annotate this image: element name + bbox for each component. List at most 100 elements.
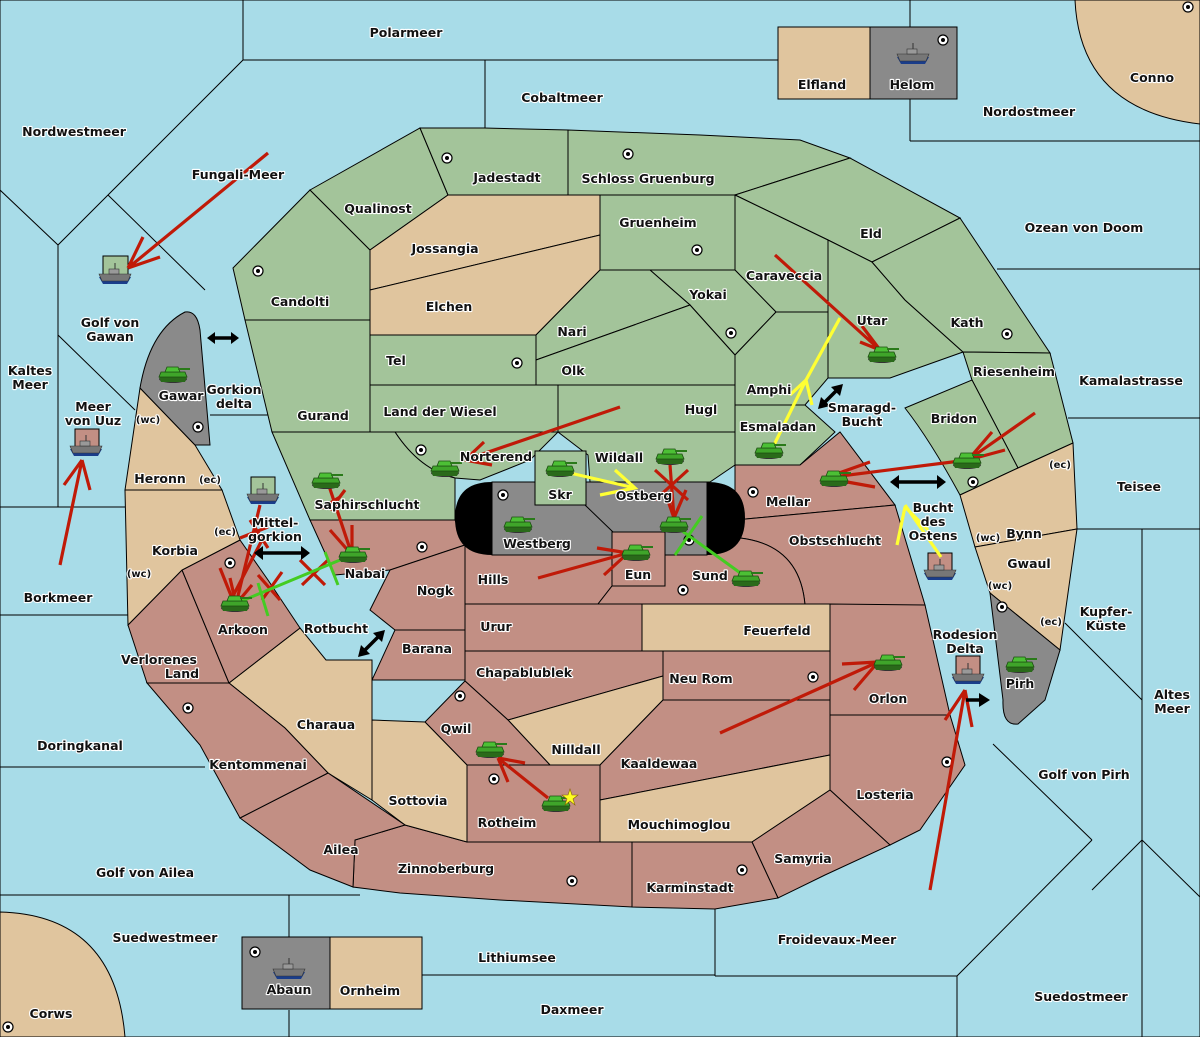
label-rotheim: Rotheim bbox=[478, 815, 537, 830]
territory-karminstadt[interactable] bbox=[631, 841, 779, 910]
label-tel: Tel bbox=[386, 353, 406, 368]
label-charaua: Charaua bbox=[297, 717, 355, 732]
territory-rotheim[interactable] bbox=[466, 764, 601, 843]
label-barana: Barana bbox=[402, 641, 452, 656]
territory-conno[interactable] bbox=[1074, 0, 1200, 125]
green-territories bbox=[232, 127, 1074, 521]
label-elfland: Elfland bbox=[798, 77, 846, 92]
label-nilldall: Nilldall bbox=[551, 742, 600, 757]
label-nogk: Nogk bbox=[417, 583, 454, 598]
coast-wc: (wc) bbox=[988, 581, 1012, 592]
label-ostberg: Ostberg bbox=[616, 488, 673, 503]
label-smaragd: Smaragd- bbox=[828, 400, 896, 415]
label-mittel: Mittel- bbox=[252, 515, 299, 530]
label-suedostmeer: Suedostmeer bbox=[1034, 989, 1128, 1004]
label-jossangia: Jossangia bbox=[410, 241, 478, 256]
label-suedwestmeer: Suedwestmeer bbox=[113, 930, 219, 945]
territory-corws[interactable] bbox=[0, 911, 126, 1037]
label-gurand: Gurand bbox=[297, 408, 349, 423]
label-sund: Sund bbox=[692, 568, 728, 583]
territory-ornheim[interactable] bbox=[329, 936, 423, 1010]
label-fungali: Fungali-Meer bbox=[192, 167, 285, 182]
coast-ec: (ec) bbox=[199, 475, 221, 486]
territory-bynn[interactable] bbox=[959, 442, 1078, 548]
label-pirh: Pirh bbox=[1006, 676, 1035, 691]
coast-ec: (ec) bbox=[1040, 617, 1062, 628]
label-smaragd-2: Bucht bbox=[842, 414, 883, 429]
label-riesenheim: Riesenheim bbox=[973, 364, 1055, 379]
label-qwil: Qwil bbox=[441, 721, 472, 736]
label-borkmeer: Borkmeer bbox=[24, 590, 94, 605]
label-uuz-2: von Uuz bbox=[65, 413, 121, 428]
label-mellar: Mellar bbox=[766, 494, 811, 509]
label-hills: Hills bbox=[478, 572, 509, 587]
label-lithiumsee: Lithiumsee bbox=[478, 950, 556, 965]
coast-wc: (wc) bbox=[976, 533, 1000, 544]
label-zinnoberburg: Zinnoberburg bbox=[398, 861, 494, 876]
label-kupfer: Kupfer- bbox=[1080, 604, 1133, 619]
label-wildall: Wildall bbox=[595, 450, 643, 465]
label-gawar: Gawar bbox=[159, 388, 205, 403]
label-norterend: Norterend bbox=[460, 449, 532, 464]
label-kaltes: Kaltes bbox=[8, 363, 52, 378]
label-kentommenai: Kentommenai bbox=[209, 757, 307, 772]
label-neurom: Neu Rom bbox=[669, 671, 732, 686]
territory-elfland[interactable] bbox=[777, 26, 871, 100]
label-nordwestmeer: Nordwestmeer bbox=[22, 124, 127, 139]
label-daxmeer: Daxmeer bbox=[540, 1002, 604, 1017]
territory-skr[interactable] bbox=[534, 450, 587, 506]
label-golf-gawan: Golf von bbox=[81, 315, 140, 330]
label-kaltes-2: Meer bbox=[12, 377, 48, 392]
label-amphi: Amphi bbox=[747, 382, 792, 397]
label-rodesion: Rodesion bbox=[933, 627, 998, 642]
label-altes: Altes bbox=[1154, 687, 1190, 702]
coast-ec: (ec) bbox=[1049, 460, 1071, 471]
label-polarmeer: Polarmeer bbox=[370, 25, 444, 40]
label-sottovia: Sottovia bbox=[389, 793, 448, 808]
coast-ec: (ec) bbox=[214, 527, 236, 538]
label-nabai: Nabai bbox=[345, 566, 386, 581]
label-cobaltmeer: Cobaltmeer bbox=[521, 90, 603, 105]
territory-korbia[interactable] bbox=[124, 489, 241, 627]
label-kamalastrasse: Kamalastrasse bbox=[1079, 373, 1183, 388]
label-doringkanal: Doringkanal bbox=[37, 738, 123, 753]
label-elchen: Elchen bbox=[426, 299, 473, 314]
label-utar: Utar bbox=[857, 313, 889, 328]
label-gruenheim: Gruenheim bbox=[619, 215, 696, 230]
label-eld: Eld bbox=[860, 226, 882, 241]
label-corws: Corws bbox=[30, 1006, 73, 1021]
label-bynn: Bynn bbox=[1006, 526, 1041, 541]
territory-saphir[interactable] bbox=[271, 431, 456, 521]
coast-wc: (wc) bbox=[127, 569, 151, 580]
territory-gruenheim[interactable] bbox=[599, 194, 736, 271]
label-losteria: Losteria bbox=[856, 787, 913, 802]
label-bridon: Bridon bbox=[931, 411, 977, 426]
label-bucht-3: Ostens bbox=[909, 528, 958, 543]
label-ornheim: Ornheim bbox=[340, 983, 400, 998]
label-mouchi: Mouchimoglou bbox=[628, 817, 731, 832]
orders-support bbox=[569, 317, 943, 558]
label-westberg: Westberg bbox=[503, 536, 571, 551]
label-caraveccia: Caraveccia bbox=[746, 268, 822, 283]
label-rodesion-2: Delta bbox=[946, 641, 984, 656]
orders-convoy bbox=[236, 515, 751, 617]
label-uuz: Meer bbox=[75, 399, 111, 414]
label-gorkion: Gorkion bbox=[206, 382, 261, 397]
label-candolti: Candolti bbox=[271, 294, 330, 309]
label-verlorenes-2: Land bbox=[165, 666, 199, 681]
label-hugl: Hugl bbox=[685, 402, 718, 417]
label-altes-2: Meer bbox=[1154, 701, 1190, 716]
label-mittel-2: gorkion bbox=[248, 529, 302, 544]
label-golf-gawan-2: Gawan bbox=[86, 329, 134, 344]
label-urur: Urur bbox=[480, 619, 512, 634]
label-kath: Kath bbox=[951, 315, 984, 330]
label-heronn: Heronn bbox=[134, 471, 186, 486]
label-bucht: Bucht bbox=[913, 500, 954, 515]
label-yokai: Yokai bbox=[688, 287, 727, 302]
land-labels: Elfland Helom Conno Jadestadt Schloss Gr… bbox=[28, 69, 1175, 1022]
territory-wildall[interactable] bbox=[556, 431, 736, 483]
label-qualinost: Qualinost bbox=[344, 201, 411, 216]
label-orlon: Orlon bbox=[869, 691, 908, 706]
